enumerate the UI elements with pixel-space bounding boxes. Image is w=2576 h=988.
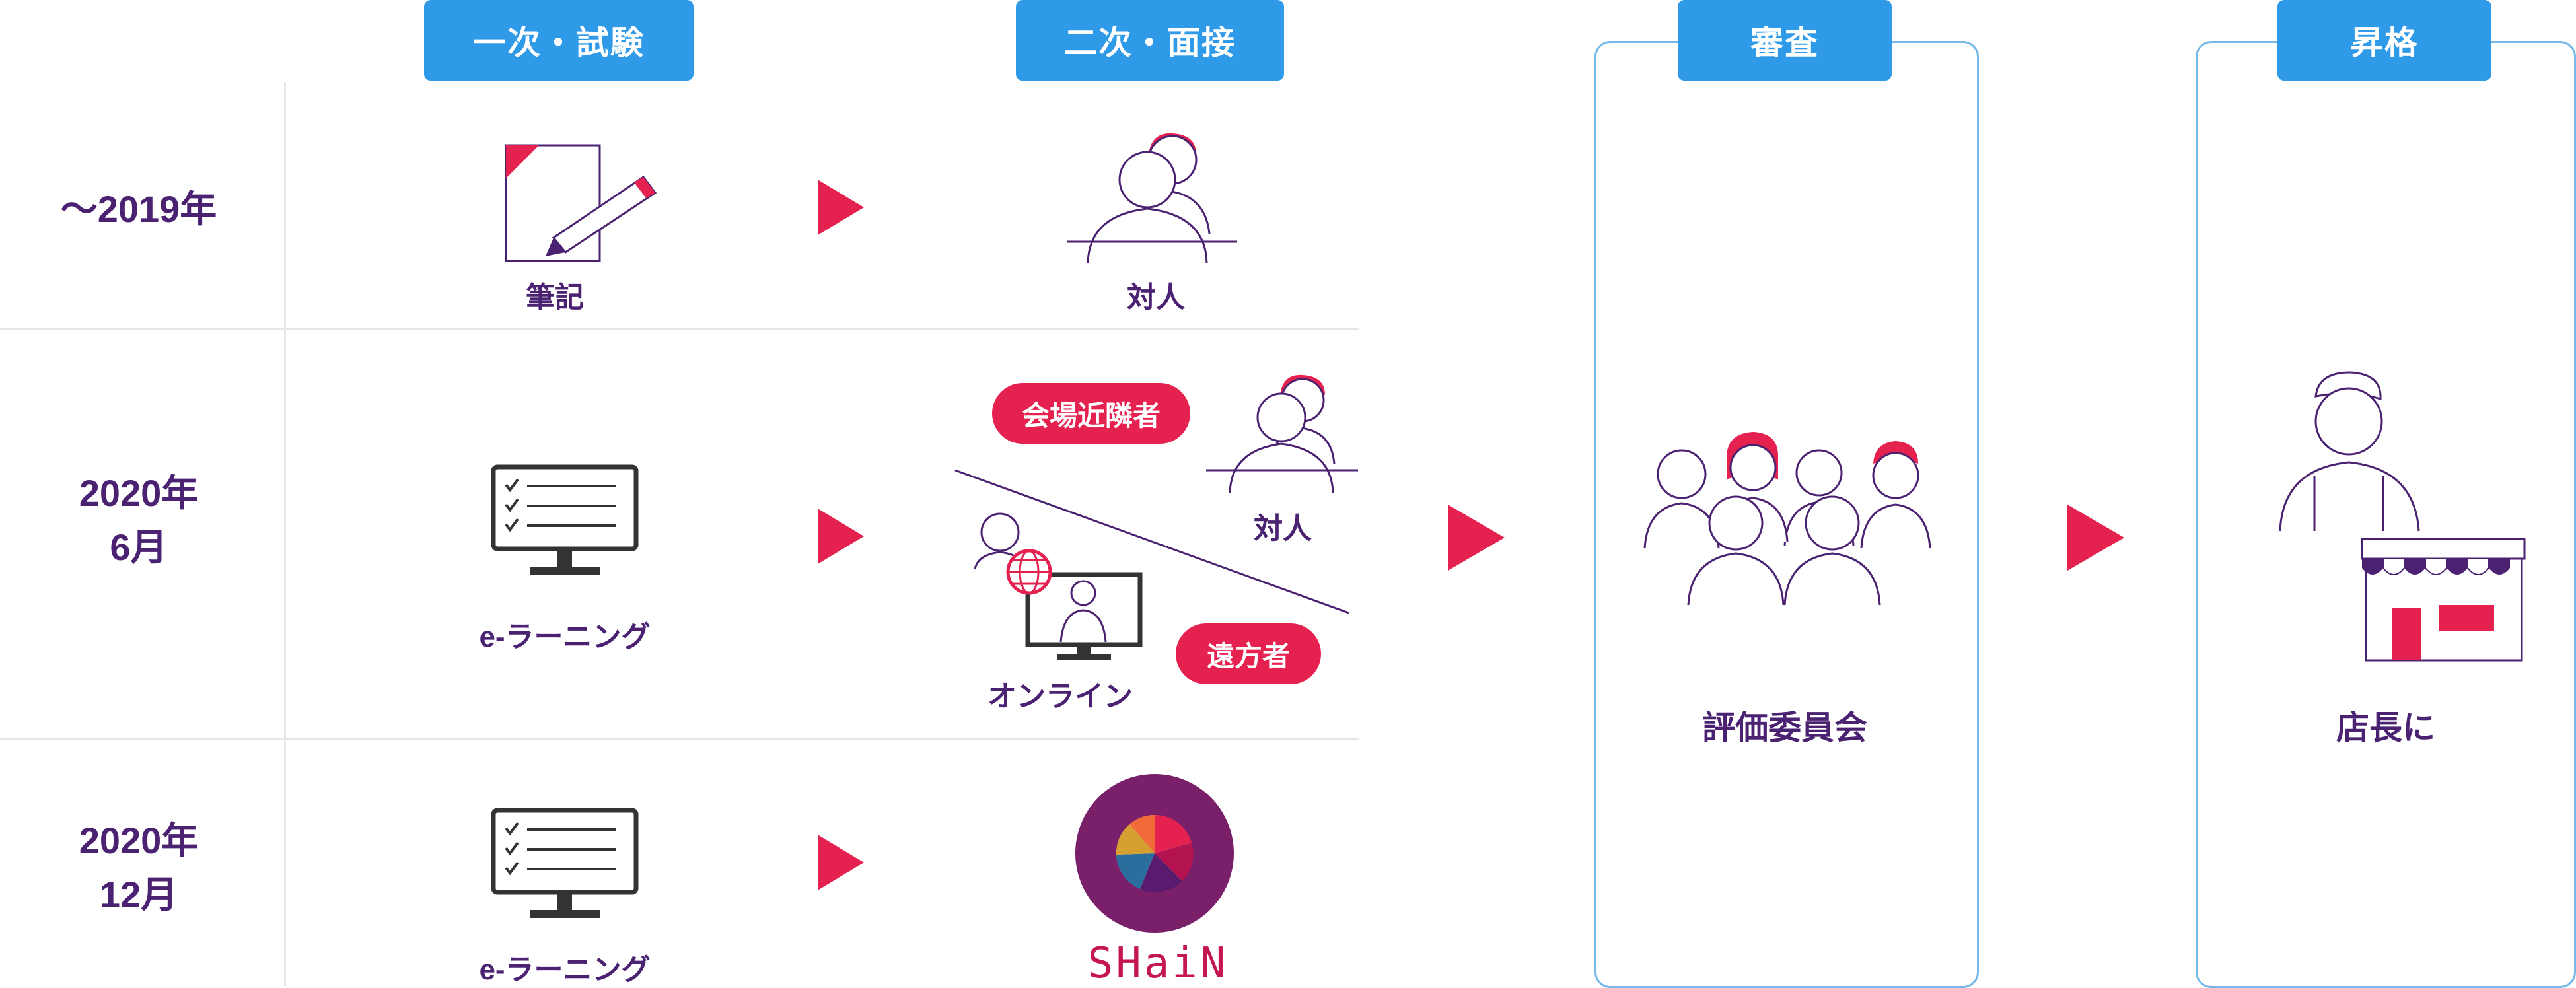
period-row-3-line-2: 12月 [99, 874, 178, 915]
period-row-2-line-1: 2020年 [79, 472, 199, 514]
arrow-row-1 [818, 180, 864, 235]
in-person-interview-icon [1067, 133, 1237, 264]
arrow-to-promotion [2067, 505, 2124, 571]
arrow-to-review [1448, 505, 1505, 571]
written-test-label: 筆記 [526, 281, 584, 314]
in-person-label-row-2: 対人 [1254, 512, 1312, 545]
in-person-interview-label: 対人 [1127, 281, 1185, 314]
period-row-1-line-1: 〜2019年 [60, 188, 217, 230]
written-test-icon [505, 144, 657, 262]
header-interview: 二次・面接 [1016, 0, 1284, 81]
shain-logo-icon [1075, 774, 1234, 933]
online-label: オンライン [987, 680, 1133, 713]
period-row-3: 2020年 12月 [0, 814, 277, 922]
badge-nearby: 会場近隣者 [992, 383, 1190, 444]
period-row-3-line-1: 2020年 [79, 820, 199, 861]
promotion-label: 店長に [2336, 709, 2435, 746]
in-person-interview-small-icon [1206, 374, 1358, 493]
e-learning-label-row-2: e-ラーニング [479, 621, 651, 653]
period-row-2-line-2: 6月 [110, 526, 168, 568]
online-interview-icon [974, 512, 1143, 660]
period-row-1: 〜2019年 [0, 182, 277, 236]
header-promotion: 昇格 [2277, 0, 2491, 81]
e-learning-monitor-icon-row-3 [491, 808, 639, 918]
e-learning-monitor-icon [491, 464, 639, 575]
shain-label: SHaiN [1087, 939, 1229, 988]
arrow-row-2 [818, 509, 864, 564]
store-manager-icon [2279, 371, 2526, 662]
header-exam: 一次・試験 [424, 0, 694, 81]
evaluation-committee-icon [1643, 432, 1931, 606]
arrow-row-3 [818, 835, 864, 890]
divider-diagonal [954, 469, 1349, 614]
badge-remote: 遠方者 [1176, 623, 1321, 684]
year-column-divider [284, 82, 286, 986]
evaluation-committee-label: 評価委員会 [1702, 709, 1867, 746]
row-divider-2 [0, 738, 1359, 740]
e-learning-label-row-3: e-ラーニング [479, 954, 651, 986]
header-review: 審査 [1678, 0, 1892, 81]
row-divider-1 [0, 328, 1359, 330]
period-row-2: 2020年 6月 [0, 466, 277, 575]
